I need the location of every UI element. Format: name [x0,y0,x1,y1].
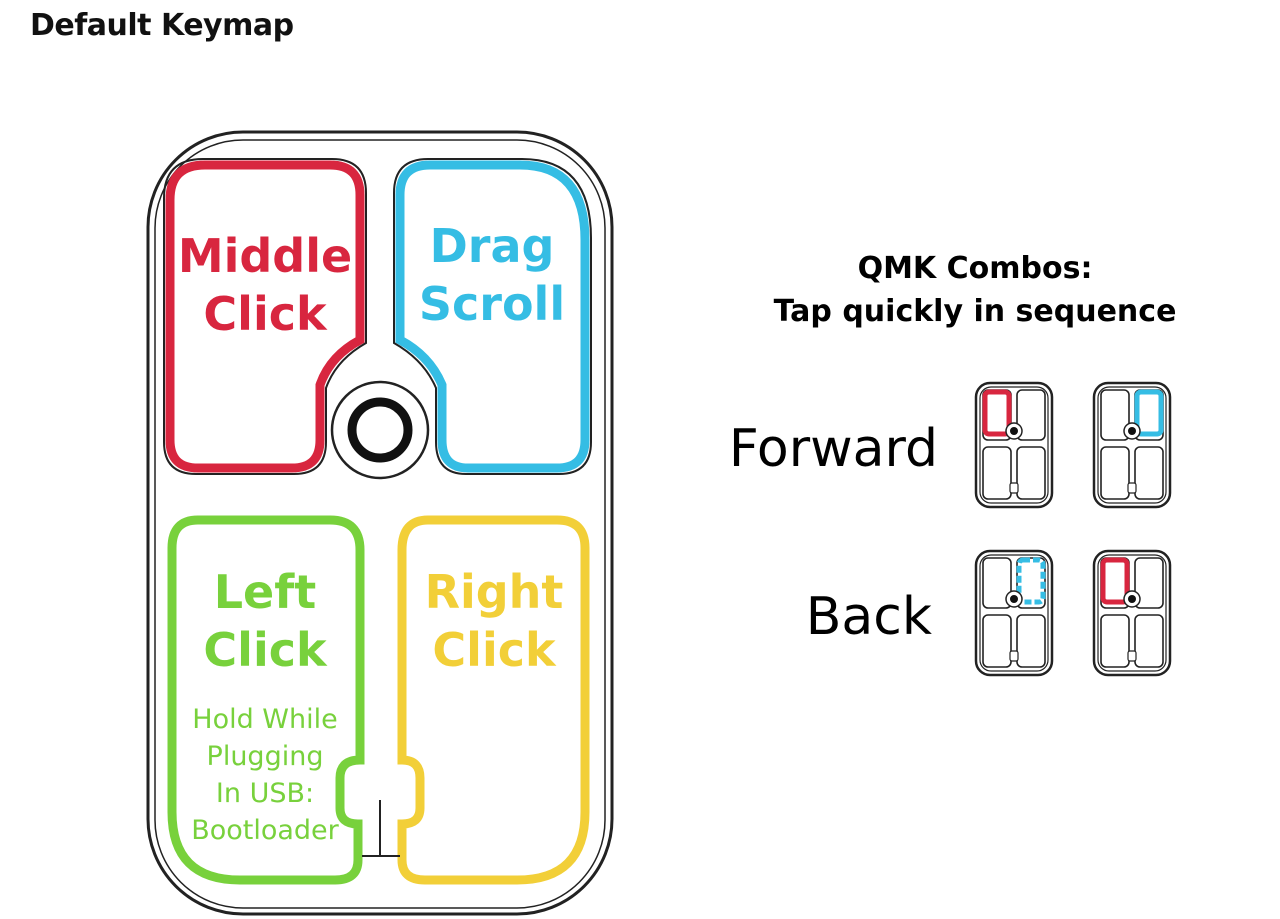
left-click-note-line2: Plugging [207,741,324,772]
combo-forward-step2-icon [1092,381,1172,509]
device-shell-inner [154,139,606,909]
drag-scroll-label-line1: Drag [430,219,555,273]
page-title: Default Keymap [30,8,294,43]
drag-scroll-key-outline [393,158,592,475]
combo-forward-step1-icon [974,381,1054,509]
right-click-label-line1: Right [425,565,564,619]
combos-title-line2: Tap quickly in sequence [774,294,1177,329]
right-click-label-line2: Click [432,623,557,677]
left-click-note-line3: In USB: [216,778,314,809]
combos-title-line1: QMK Combos: [858,251,1093,286]
combo-forward-label: Forward [729,419,938,479]
right-click-key[interactable] [397,515,590,885]
left-click-note-line4: Bootloader [191,815,339,846]
combo-back-label: Back [806,587,932,647]
middle-click-label-line1: Middle [178,229,352,283]
left-click-key[interactable] [167,515,365,885]
left-click-label-line2: Click [203,623,328,677]
left-click-note-line1: Hold While [192,704,337,735]
left-click-label-line1: Left [214,565,317,619]
middle-click-key-outline [163,158,367,475]
drag-scroll-label-line2: Scroll [419,277,565,331]
combo-back-step1-icon [974,549,1054,677]
middle-click-key[interactable] [165,160,365,473]
combo-back-step2-icon [1092,549,1172,677]
sensor-ring [347,397,413,463]
drag-scroll-key[interactable] [395,160,590,473]
middle-click-label-line2: Click [203,287,328,341]
